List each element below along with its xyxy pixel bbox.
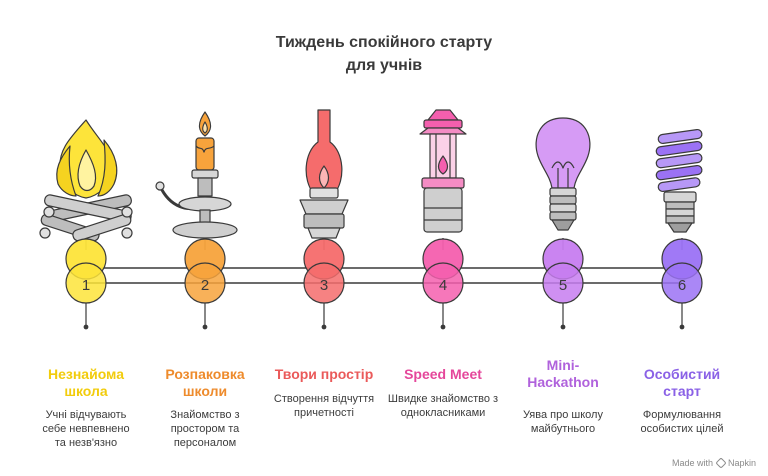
step-number: 6 <box>678 277 686 294</box>
step-title-3: Твори простір <box>274 366 374 382</box>
step-description-5: Уява про школу майбутнього <box>523 409 603 435</box>
oil-lamp-icon <box>299 109 349 239</box>
step-number: 5 <box>559 277 567 294</box>
step-stem-dot <box>560 324 566 330</box>
step-number: 2 <box>201 277 209 294</box>
step-marker-6: 6 <box>661 238 703 330</box>
step-marker-3: 3 <box>303 238 345 330</box>
made-with-label: Made with <box>671 458 713 468</box>
light-bulb-icon <box>535 117 591 231</box>
title-line-2: для учнів <box>345 57 423 74</box>
campfire-icon <box>39 119 133 242</box>
step-title-2: Розпаковка школи <box>165 366 245 399</box>
step-stem-dot <box>321 324 327 330</box>
spiral-bulb-icon <box>655 128 703 233</box>
step-description-6: Формулювання особистих цілей <box>640 409 724 435</box>
step-description-2: Знайомство з простором та персоналом <box>170 409 240 449</box>
step-title-4: Speed Meet <box>404 366 482 382</box>
step-stem-dot <box>679 324 685 330</box>
step-marker-1: 1 <box>65 238 107 330</box>
napkin-logo-icon <box>715 457 727 469</box>
step-marker-5: 5 <box>542 238 584 330</box>
step-title-6: Особистий старт <box>643 366 721 399</box>
step-marker-2: 2 <box>184 238 226 330</box>
footer-credit: Made with Napkin <box>671 457 756 469</box>
step-title-1: Незнайома школа <box>47 366 125 399</box>
step-description-3: Створення відчуття причетності <box>273 393 375 419</box>
lantern-icon <box>419 109 467 233</box>
step-marker-4: 4 <box>422 238 464 330</box>
step-title-5: Mini-Hackathon <box>527 357 599 390</box>
step-stem-dot <box>202 324 208 330</box>
napkin-brand-label: Napkin <box>727 458 756 468</box>
step-number: 3 <box>320 277 328 294</box>
step-description-4: Швидке знайомство з однокласниками <box>387 393 499 419</box>
step-description-1: Учні відчувають себе невпевнено та незв'… <box>42 409 130 449</box>
step-stem-dot <box>83 324 89 330</box>
diagram-title: Тиждень спокійного старту для учнів <box>0 31 768 77</box>
title-line-1: Тиждень спокійного старту <box>275 34 493 51</box>
candle-holder-icon <box>155 111 238 239</box>
step-stem-dot <box>440 324 446 330</box>
step-number: 1 <box>82 277 90 294</box>
step-number: 4 <box>439 277 447 294</box>
